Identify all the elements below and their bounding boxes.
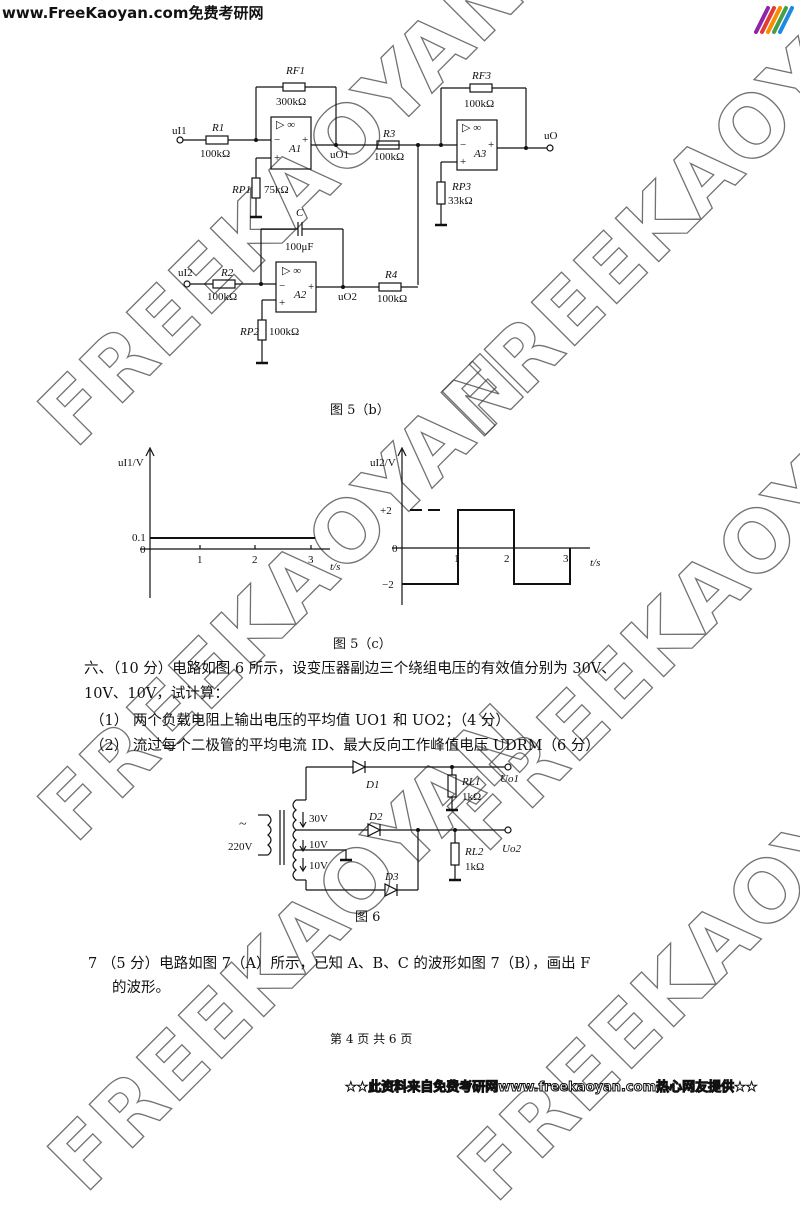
figure-6-circuit bbox=[258, 760, 512, 897]
label-ui2: uI2 bbox=[178, 267, 193, 279]
label-rf1: RF1 bbox=[285, 65, 305, 77]
opamp-a1-symbol: ▷ ∞ bbox=[276, 119, 295, 131]
source-banner: ★★此资料来自免费考研网www.freekaoyan.com热心网友提供★★ bbox=[344, 1080, 758, 1096]
label-a1: A1 bbox=[288, 143, 301, 155]
a3-plus: + bbox=[460, 156, 466, 168]
label-ui1: uI1 bbox=[172, 125, 187, 137]
label-30v: 30V bbox=[309, 813, 328, 825]
figure-5b-circuit: uI1 R1 100kΩ RF1 300kΩ ▷ ∞ − + + A1 uO1 … bbox=[118, 65, 600, 897]
right-plot-ylabel: uI2/V bbox=[370, 457, 396, 469]
left-ytick: 0 bbox=[140, 544, 146, 556]
ac-source-icon: ~ bbox=[239, 817, 247, 832]
site-header[interactable]: www.FreeKaoyan.com免费考研网 bbox=[2, 4, 264, 22]
label-d3: D3 bbox=[384, 871, 399, 883]
label-r4: R4 bbox=[384, 269, 398, 281]
label-rp1-value: 75kΩ bbox=[264, 184, 289, 196]
label-a2: A2 bbox=[293, 289, 307, 301]
label-uo: uO bbox=[544, 130, 558, 142]
right-xtick: 3 bbox=[563, 553, 569, 565]
a3-out-plus: + bbox=[488, 139, 494, 151]
left-plot-ylabel: uI1/V bbox=[118, 457, 144, 469]
label-c-value: 100μF bbox=[285, 241, 314, 253]
label-r4-value: 100kΩ bbox=[377, 293, 407, 305]
label-rp2-value: 100kΩ bbox=[269, 326, 299, 338]
site-logo-icon bbox=[754, 6, 794, 34]
figure-5b-caption: 图 5（b） bbox=[330, 403, 390, 418]
label-rl2-value: 1kΩ bbox=[465, 861, 484, 873]
a3-minus: − bbox=[460, 139, 466, 151]
label-r2-value: 100kΩ bbox=[207, 291, 237, 303]
figure-5c-caption: 图 5（c） bbox=[333, 637, 392, 652]
label-10v-b: 10V bbox=[309, 860, 328, 872]
label-rp3: RP3 bbox=[451, 181, 471, 193]
right-plot-xlabel: t/s bbox=[590, 557, 600, 569]
label-r1: R1 bbox=[211, 122, 224, 134]
right-xtick: 2 bbox=[504, 553, 510, 565]
label-r2: R2 bbox=[220, 267, 234, 279]
a2-out-plus: + bbox=[308, 281, 314, 293]
left-xtick: 3 bbox=[308, 554, 314, 566]
label-rl1: RL1 bbox=[461, 776, 480, 788]
label-d1: D1 bbox=[365, 779, 379, 791]
label-uo1: uO1 bbox=[330, 149, 349, 161]
label-rp3-value: 33kΩ bbox=[448, 195, 473, 207]
label-a3: A3 bbox=[473, 148, 487, 160]
right-xtick: 1 bbox=[454, 553, 460, 565]
opamp-a3-symbol: ▷ ∞ bbox=[462, 122, 481, 134]
right-ytick: +2 bbox=[380, 505, 392, 517]
q6-line1: 六、（10 分）电路如图 6 所示，设变压器副边三个绕组电压的有效值分别为 30… bbox=[84, 661, 616, 677]
right-ytick: 0 bbox=[392, 543, 398, 555]
label-uo2-out: Uo2 bbox=[502, 843, 521, 855]
label-c: C bbox=[296, 207, 304, 219]
label-10v-a: 10V bbox=[309, 839, 328, 851]
a1-out-plus: + bbox=[302, 134, 308, 146]
label-r3: R3 bbox=[382, 128, 396, 140]
page-number: 第 4 页 共 6 页 bbox=[330, 1032, 413, 1046]
q7-line2: 的波形。 bbox=[112, 980, 170, 996]
label-r3-value: 100kΩ bbox=[374, 151, 404, 163]
left-plot-xlabel: t/s bbox=[330, 561, 340, 573]
label-uo2: uO2 bbox=[338, 291, 357, 303]
a2-plus: + bbox=[279, 297, 285, 309]
right-ytick: −2 bbox=[382, 579, 394, 591]
figure-5c-plots bbox=[140, 446, 590, 605]
figure-6-caption: 图 6 bbox=[355, 910, 381, 925]
q7-line1: 7 （5 分）电路如图 7（A）所示，已知 A、B、C 的波形如图 7（B），画… bbox=[88, 956, 591, 972]
q6-item1: （1） 两个负载电阻上输出电压的平均值 UO1 和 UO2；（4 分） bbox=[90, 713, 510, 729]
label-rl2: RL2 bbox=[464, 846, 484, 858]
label-rf3-value: 100kΩ bbox=[464, 98, 494, 110]
a2-minus: − bbox=[279, 280, 285, 292]
opamp-a2-symbol: ▷ ∞ bbox=[282, 265, 301, 277]
a1-plus: + bbox=[274, 152, 280, 164]
label-uo1-out: Uo1 bbox=[500, 773, 519, 785]
q6-line2: 10V、10V，试计算： bbox=[84, 686, 229, 702]
left-ytick: 0.1 bbox=[132, 532, 146, 544]
label-rl1-value: 1kΩ bbox=[462, 791, 481, 803]
label-rf1-value: 300kΩ bbox=[276, 96, 306, 108]
label-rp1: RP1 bbox=[231, 184, 251, 196]
label-rp2: RP2 bbox=[239, 326, 259, 338]
a1-minus: − bbox=[274, 134, 280, 146]
label-r1-value: 100kΩ bbox=[200, 148, 230, 160]
q6-item2: （2） 流过每个二极管的平均电流 ID、最大反向工作峰值电压 UDRM（6 分） bbox=[90, 738, 600, 754]
left-xtick: 2 bbox=[252, 554, 258, 566]
left-xtick: 1 bbox=[197, 554, 203, 566]
label-220v: 220V bbox=[228, 841, 253, 853]
label-d2: D2 bbox=[368, 811, 383, 823]
label-rf3: RF3 bbox=[471, 70, 491, 82]
